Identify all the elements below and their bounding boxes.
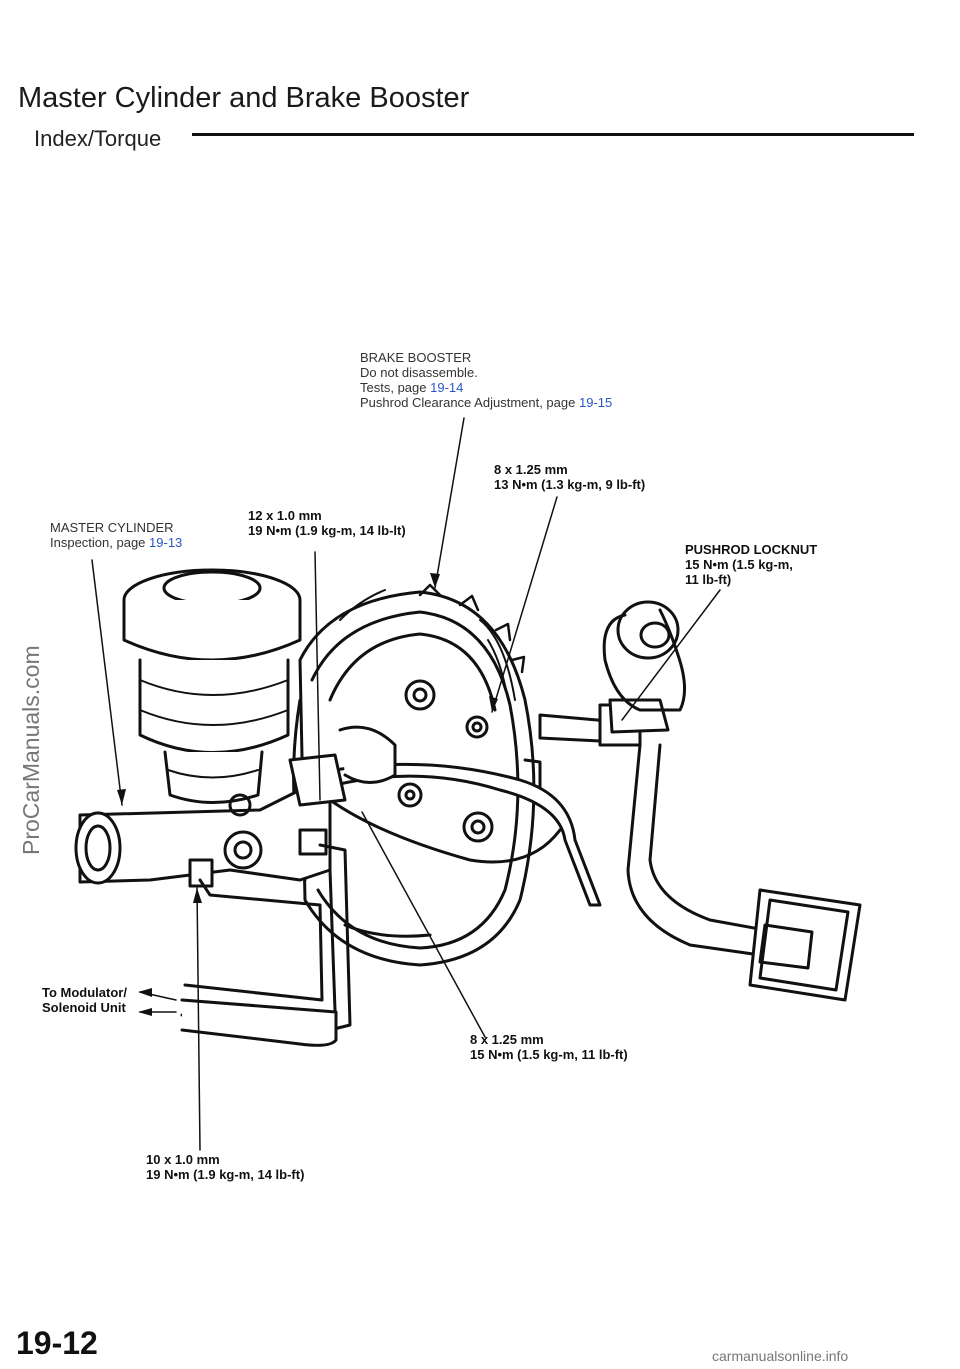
leader-arrowheads [117,573,498,1016]
to-modulator-label: To Modulator/ Solenoid Unit [42,985,127,1015]
header-rule [192,133,914,136]
master-cylinder-name: MASTER CYLINDER [50,520,174,535]
brake-booster-note: Do not disassemble. [360,365,478,380]
tests-page-link[interactable]: 19-14 [430,380,464,395]
lower-nut-spec: 8 x 1.25 mm 15 N•m (1.5 kg-m, 11 lb-ft) [470,1032,628,1062]
page-subtitle: Index/Torque [34,126,162,151]
master-cylinder-inspection: Inspection, page 19-13 [50,535,183,550]
cylinder-nut-spec: 12 x 1.0 mm 19 N•m (1.9 kg-m, 14 lb-lt) [248,508,406,538]
brake-pedal-drawing [538,600,862,1002]
pushrod-page-link[interactable]: 19-15 [578,395,613,410]
footer-site: carmanualsonline.info [712,1348,849,1364]
brake-booster-label: BRAKE BOOSTER Do not disassemble. Tests,… [360,350,612,410]
brake-booster-tests: Tests, page 19-14 [360,380,464,395]
page-number: 19-12 [16,1325,98,1361]
inspection-page-link[interactable]: 19-13 [149,535,183,550]
master-cylinder-drawing [74,568,397,1047]
watermark: ProCarManuals.com [18,645,44,855]
page-title: Master Cylinder and Brake Booster [18,82,470,114]
booster-nut-spec: 8 x 1.25 mm 13 N•m (1.3 kg-m, 9 lb-ft) [494,462,646,492]
leader-lines [91,417,721,1151]
brake-line-spec: 10 x 1.0 mm 19 N•m (1.9 kg-m, 14 lb-ft) [146,1152,305,1182]
brake-booster-pushrod: Pushrod Clearance Adjustment, page 19-15 [360,395,613,410]
master-cylinder-label: MASTER CYLINDER Inspection, page 19-13 [50,520,182,550]
pushrod-locknut-spec: PUSHROD LOCKNUT 15 N•m (1.5 kg-m, 11 lb-… [685,542,818,587]
brake-booster-drawing [292,583,602,967]
brake-booster-name: BRAKE BOOSTER [360,350,472,365]
